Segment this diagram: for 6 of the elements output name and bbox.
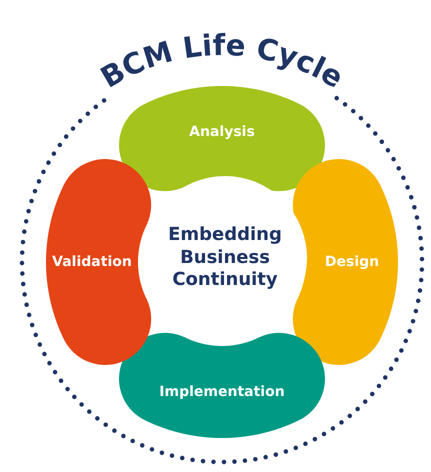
phase-label: Analysis <box>189 124 255 140</box>
phase-label: Implementation <box>159 384 285 400</box>
phase-label: Design <box>324 254 380 270</box>
title-text: BCM Life Cycle <box>94 28 350 95</box>
phase-label: Validation <box>52 254 132 270</box>
center-text: Embedding Business Continuity <box>167 224 283 292</box>
